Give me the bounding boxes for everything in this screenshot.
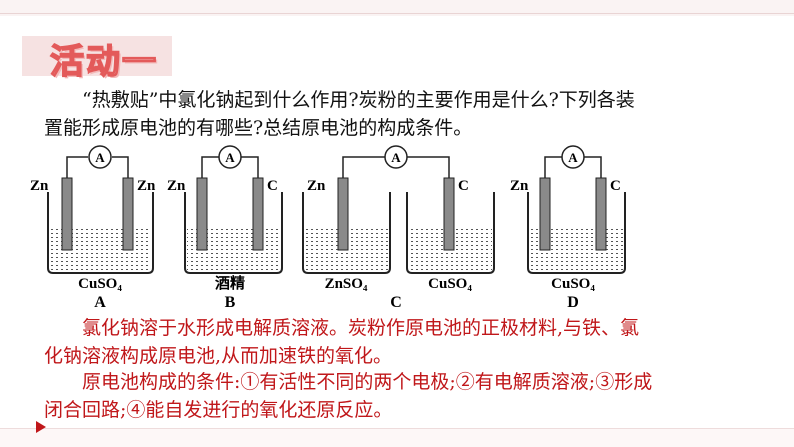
apparatus-c: A Zn C ZnSO₄ CuSO₄ C xyxy=(302,145,495,310)
wire-b xyxy=(201,156,259,178)
answer-line-3: 原电池构成的条件:①有活性不同的两个电极;②有电解质溶液;③形成 xyxy=(82,371,653,393)
answer-line-1: 氯化钠溶于水形成电解质溶液。炭粉作原电池的正极材料,与铁、氯 xyxy=(82,317,640,339)
wire-a xyxy=(66,156,129,178)
apparatus-d: A Zn C CuSO₄ D xyxy=(510,145,626,310)
solution-a-label: CuSO₄ xyxy=(78,276,122,292)
top-band xyxy=(0,0,794,16)
top-divider xyxy=(0,13,794,14)
electrode-b-right-label: C xyxy=(267,178,278,194)
ammeter-c-label: A xyxy=(391,150,401,165)
electrode-a-right xyxy=(122,177,134,251)
electrode-c-left-label: Zn xyxy=(307,178,326,194)
electrode-b-left xyxy=(196,177,208,251)
apparatus-a: A Zn Zn CuSO₄ A xyxy=(30,145,156,310)
ammeter-a xyxy=(88,145,112,169)
electrode-c-right xyxy=(443,177,455,251)
apparatus-a-caption: A xyxy=(94,294,106,310)
apparatus-d-caption: D xyxy=(567,294,579,310)
solution-c-right-label: CuSO₄ xyxy=(428,276,472,292)
electrode-d-right-label: C xyxy=(610,178,621,194)
answer-line-4: 闭合回路;④能自发进行的氧化还原反应。 xyxy=(44,399,393,421)
apparatus-b-caption: B xyxy=(225,294,236,310)
apparatus-c-caption: C xyxy=(390,294,402,310)
solution-d-label: CuSO₄ xyxy=(551,276,595,292)
apparatus-diagram: A Zn Zn CuSO₄ A A Zn C 酒精 B A Zn C ZnSO₄… xyxy=(30,145,626,310)
wire-c xyxy=(342,156,450,178)
electrode-a-left-label: Zn xyxy=(30,178,49,194)
beaker-c-left xyxy=(302,192,391,274)
ammeter-d-label: A xyxy=(568,150,578,165)
electrode-b-right xyxy=(252,177,264,251)
electrode-a-left xyxy=(61,177,73,251)
electrode-a-right-label: Zn xyxy=(137,178,156,194)
bottom-band xyxy=(0,428,794,447)
slide-title: 活动一 xyxy=(49,41,158,83)
electrode-d-right xyxy=(595,177,607,251)
bottom-divider xyxy=(0,428,794,429)
next-arrow-icon[interactable] xyxy=(36,421,46,433)
ammeter-b-label: A xyxy=(225,150,235,165)
apparatus-b: A Zn C 酒精 B xyxy=(167,145,283,310)
electrode-c-right-label: C xyxy=(458,178,469,194)
wire-d xyxy=(544,156,602,178)
electrode-d-left xyxy=(539,177,551,251)
ammeter-c xyxy=(384,145,408,169)
ammeter-b xyxy=(218,145,242,169)
answer-line-2: 化钠溶液构成原电池,从而加速铁的氧化。 xyxy=(44,345,393,367)
beaker-c-right xyxy=(406,192,495,274)
question-line-2: 置能形成原电池的有哪些?总结原电池的构成条件。 xyxy=(44,117,473,139)
electrode-b-left-label: Zn xyxy=(167,178,186,194)
electrode-c-left xyxy=(337,177,349,251)
solution-c-left-label: ZnSO₄ xyxy=(325,276,368,292)
beaker-a xyxy=(47,192,154,274)
beaker-d xyxy=(527,192,626,274)
ammeter-a-label: A xyxy=(95,150,105,165)
question-line-1: “热敷贴”中氯化钠起到什么作用?炭粉的主要作用是什么?下列各装 xyxy=(82,89,635,111)
ammeter-d xyxy=(561,145,585,169)
electrode-d-left-label: Zn xyxy=(510,178,529,194)
solution-b-label: 酒精 xyxy=(215,274,245,292)
beaker-b xyxy=(184,192,283,274)
title-highlight xyxy=(22,36,172,76)
